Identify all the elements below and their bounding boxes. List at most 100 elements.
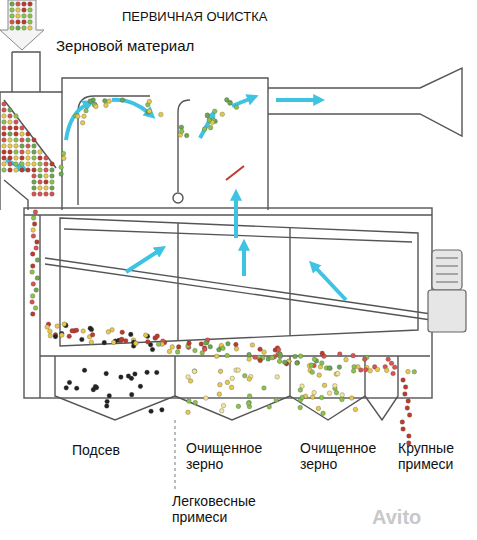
grain-dot bbox=[111, 340, 116, 345]
grain-dot bbox=[262, 350, 267, 355]
grain-particles bbox=[2, 2, 417, 446]
grain-dot bbox=[8, 150, 13, 155]
grain-dot bbox=[32, 144, 37, 149]
grain-dot bbox=[277, 352, 282, 357]
grain-dot bbox=[26, 144, 31, 149]
grain-dot bbox=[386, 357, 391, 362]
grain-dot bbox=[28, 14, 33, 19]
grain-dot bbox=[8, 162, 13, 167]
grain-dot bbox=[32, 180, 37, 185]
grain-dot bbox=[28, 20, 33, 25]
grain-dot bbox=[229, 385, 234, 390]
grain-dot bbox=[334, 390, 339, 395]
grain-dot bbox=[403, 392, 408, 397]
grain-dot bbox=[403, 385, 408, 390]
grain-dot bbox=[94, 104, 99, 109]
grain-dot bbox=[38, 174, 43, 179]
grain-dot bbox=[328, 366, 333, 371]
grain-dot bbox=[35, 276, 40, 281]
air-flow bbox=[6, 98, 346, 300]
grain-dot bbox=[26, 138, 31, 143]
grain-dot bbox=[2, 108, 7, 113]
grain-dot bbox=[389, 361, 394, 366]
grain-dot bbox=[120, 330, 125, 335]
grain-dot bbox=[16, 2, 21, 7]
grain-dot bbox=[234, 347, 239, 352]
grain-dot bbox=[407, 413, 412, 418]
grain-dot bbox=[2, 156, 7, 161]
grain-dot bbox=[20, 168, 25, 173]
bin-label: Очищенное зерно bbox=[300, 440, 390, 472]
grain-dot bbox=[298, 354, 303, 359]
grain-dot bbox=[208, 344, 213, 349]
grain-dot bbox=[80, 120, 85, 125]
grain-dot bbox=[282, 360, 287, 365]
grain-dot bbox=[28, 26, 33, 31]
grain-dot bbox=[14, 120, 19, 125]
grain-dot bbox=[214, 354, 219, 359]
grain-dot bbox=[34, 288, 39, 293]
grain-dot bbox=[30, 252, 35, 257]
grain-dot bbox=[26, 168, 31, 173]
grain-dot bbox=[340, 397, 345, 402]
grain-dot bbox=[340, 393, 345, 398]
grain-dot bbox=[202, 127, 207, 132]
sieve-drum bbox=[60, 218, 418, 346]
grain-dot bbox=[167, 349, 172, 354]
grain-dot bbox=[10, 8, 15, 13]
grain-dot bbox=[277, 359, 282, 364]
bin-label: Подсев bbox=[72, 442, 120, 458]
grain-dot bbox=[327, 391, 332, 396]
grain-dot bbox=[2, 132, 7, 137]
grain-dot bbox=[295, 360, 300, 365]
grain-dot bbox=[2, 114, 7, 119]
air-arrow bbox=[276, 98, 318, 102]
grain-dot bbox=[258, 358, 263, 363]
grain-dot bbox=[344, 357, 349, 362]
air-arrow bbox=[200, 116, 212, 138]
grain-dot bbox=[14, 144, 19, 149]
grain-dot bbox=[50, 192, 55, 197]
grain-dot bbox=[64, 386, 69, 391]
leader-line bbox=[175, 420, 176, 490]
grain-dot bbox=[61, 156, 66, 161]
grain-dot bbox=[133, 372, 138, 377]
grain-dot bbox=[44, 174, 49, 179]
grain-dot bbox=[143, 333, 148, 338]
grain-dot bbox=[258, 347, 263, 352]
grain-dot bbox=[242, 373, 247, 378]
bin bbox=[365, 356, 398, 420]
grain-dot bbox=[176, 345, 181, 350]
grain-dot bbox=[16, 14, 21, 19]
grain-dot bbox=[225, 353, 230, 358]
grain-dot bbox=[278, 352, 283, 357]
grain-dot bbox=[32, 156, 37, 161]
grain-dot bbox=[38, 168, 43, 173]
grain-dot bbox=[208, 125, 213, 130]
grain-dot bbox=[31, 234, 36, 239]
grain-dot bbox=[145, 340, 150, 345]
gearbox bbox=[428, 290, 466, 332]
grain-dot bbox=[44, 162, 49, 167]
grain-dot bbox=[221, 346, 226, 351]
grain-dot bbox=[31, 216, 36, 221]
grain-dot bbox=[35, 240, 40, 245]
bin-label: Крупные примеси bbox=[398, 440, 476, 472]
grain-dot bbox=[193, 400, 198, 405]
grain-dot bbox=[247, 400, 252, 405]
grain-dot bbox=[33, 306, 38, 311]
grain-dot bbox=[351, 369, 356, 374]
grain-dot bbox=[119, 375, 124, 380]
grain-dot bbox=[2, 126, 7, 131]
grain-dot bbox=[236, 404, 241, 409]
intake-chute bbox=[12, 52, 40, 92]
grain-dot bbox=[187, 399, 192, 404]
grain-dot bbox=[353, 407, 358, 412]
grain-dot bbox=[38, 162, 43, 167]
air-arrow bbox=[232, 98, 252, 106]
grain-dot bbox=[406, 369, 411, 374]
grain-dot bbox=[104, 103, 109, 108]
grain-dot bbox=[22, 20, 27, 25]
grain-dot bbox=[276, 347, 281, 352]
grain-dot bbox=[31, 228, 36, 233]
